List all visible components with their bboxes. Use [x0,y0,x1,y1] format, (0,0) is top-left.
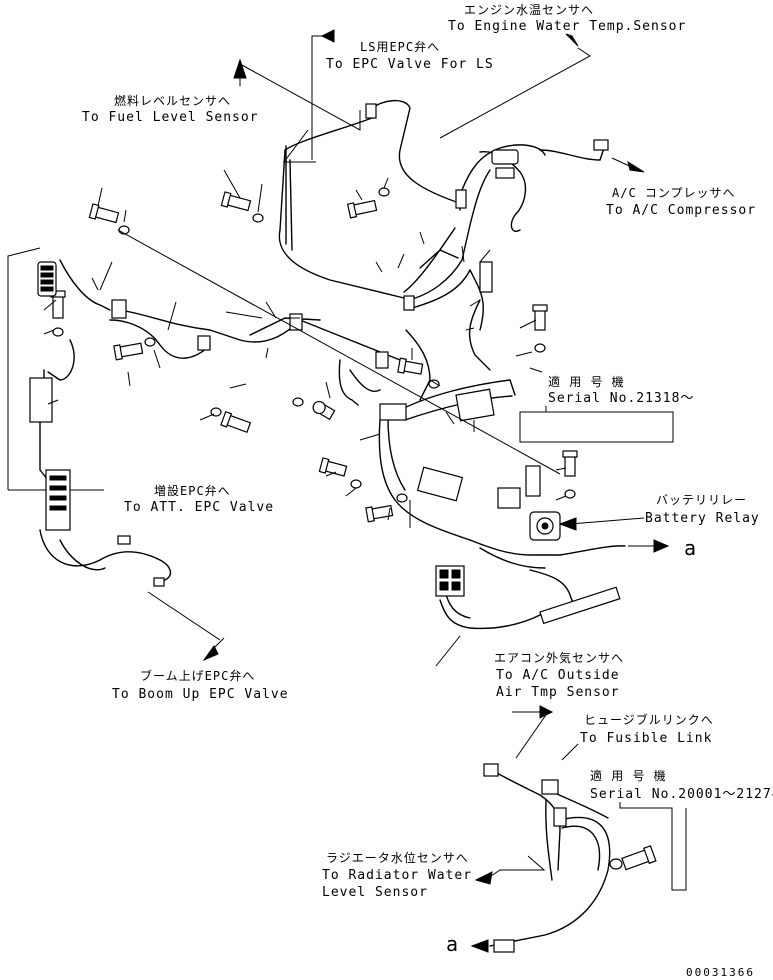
label-serial-1: 適 用 号 機 Serial No.21318〜 [548,374,694,406]
label-ac-compressor: A/C コンプレッサへ To A/C Compressor [606,186,756,218]
bolt-3 [346,199,378,219]
washer-4 [52,327,64,337]
label-radiator-jp: ラジエータ水位センサへ [326,850,469,865]
label-ls-epc-valve: LS用EPC弁へ To EPC Valve For LS [326,39,494,72]
label-ac-outside-sensor: エアコン外気センサへ To A/C Outside Air Tmp Sensor [494,650,624,700]
washer-13 [609,858,623,870]
bolt-8 [397,357,424,375]
label-radiator-en2: Level Sensor [322,885,428,900]
label-fusible-link: ヒュージブルリンクへ To Fusible Link [580,712,714,746]
clamp-5 [403,295,415,311]
terminal-strip [539,586,621,625]
part-leader-ticks [43,169,567,528]
clamp-2 [197,335,211,351]
clamp-8 [479,261,493,293]
label-radiator-water: ラジエータ水位センサへ To Radiator Water Level Sens… [322,850,472,900]
connector-fusible-2 [541,779,559,795]
label-radiator-en1: To Radiator Water [322,868,472,883]
connector-fuel-sensor [37,261,57,297]
bolt-5 [113,342,144,361]
battery-relay [529,511,561,541]
washer-2 [252,213,264,223]
connector-fusible-1 [483,763,499,777]
bolt-9 [318,457,348,477]
label-boom-up-epc: ブーム上げEPC弁へ To Boom Up EPC Valve [112,668,289,702]
serial-2-box [619,802,687,891]
label-engine-water-temp-jp: エンジン水温センサへ [464,3,594,17]
ref-mark-a-bottom: a [446,932,458,956]
washer-12 [564,489,576,499]
clamp-7 [365,103,377,119]
label-att-epc-jp: 増設EPC弁へ [154,483,231,498]
label-boom-up-jp: ブーム上げEPC弁へ [140,668,255,683]
clamp-3 [289,313,303,331]
label-ac-outside-en1: To A/C Outside [496,668,620,683]
label-battery-relay: バッテリリレー Battery Relay [645,493,760,526]
washer-8 [428,379,440,389]
label-fusible-jp: ヒュージブルリンクへ [584,712,714,727]
clamp-1 [111,299,127,319]
connector-engine-water [491,149,519,179]
label-ls-epc-valve-en: To EPC Valve For LS [326,57,494,72]
connector-att [45,469,71,531]
harness-tube-3 [379,403,407,421]
connector-ac-compressor [593,139,609,151]
fuse-box-left [29,377,53,423]
label-ac-compressor-jp: A/C コンプレッサへ [612,186,736,200]
harness-wires [39,100,626,947]
connector-att-2 [117,535,131,545]
washer-3 [378,187,390,197]
bolt-6 [220,410,252,433]
bolt-10 [365,504,394,523]
label-serial-2-en: Serial No.20001〜21274 [590,787,773,802]
harness-tube-1 [455,388,495,422]
label-ac-compressor-en: To A/C Compressor [606,203,756,218]
bolt-2 [220,191,252,212]
relay-connector [497,487,521,509]
label-fusible-en: To Fusible Link [580,731,712,746]
connectors [29,103,621,953]
label-fuel-level-sensor: 燃料レベルセンサへ To Fuel Level Sensor [82,93,259,125]
label-engine-water-temp: エンジン水温センサへ To Engine Water Temp.Sensor [448,3,686,34]
label-serial-2-jp: 適 用 号 機 [590,768,667,783]
label-boom-up-en: To Boom Up EPC Valve [112,687,289,702]
label-fuel-level-en: To Fuel Level Sensor [82,110,259,125]
drawing-code: 00031366 [686,966,755,979]
washer-10 [396,493,408,503]
label-battery-relay-en: Battery Relay [645,511,760,526]
connector-boom [153,577,165,587]
label-serial-1-jp: 適 用 号 機 [548,374,625,389]
bolt-4 [50,290,66,319]
label-serial-2: 適 用 号 機 Serial No.20001〜21274 [590,768,773,802]
bolt-11 [532,304,548,331]
label-serial-1-en: Serial No.21318〜 [548,391,694,406]
clamp-6 [455,189,467,209]
connector-radiator [553,807,567,827]
washer-5 [144,337,156,347]
label-fuel-level-jp: 燃料レベルセンサへ [114,93,231,108]
label-att-epc-valve: 増設EPC弁へ To ATT. EPC Valve [124,483,274,515]
label-battery-relay-jp: バッテリリレー [656,493,747,507]
washer-9 [350,479,362,489]
serial-1-box [519,406,674,443]
label-ac-outside-jp: エアコン外気センサへ [494,650,624,665]
label-ac-outside-en2: Air Tmp Sensor [496,685,620,700]
bolt-1 [88,203,120,224]
bolt-7 [312,400,336,421]
clamp-4 [375,351,389,369]
label-att-epc-en: To ATT. EPC Valve [124,500,274,515]
harness-end-a [493,939,515,953]
connector-ac-outside [435,565,465,597]
bolts [50,187,657,871]
washer-7 [292,397,304,407]
bolt-12 [562,450,578,477]
label-engine-water-temp-en: To Engine Water Temp.Sensor [448,19,686,34]
washer-11 [534,343,546,353]
relay-bracket [525,465,541,497]
ref-mark-a-top: a [684,536,696,560]
harness-tube-2 [416,466,464,502]
bolt-13 [621,845,657,871]
label-ls-epc-valve-jp: LS用EPC弁へ [360,39,440,54]
